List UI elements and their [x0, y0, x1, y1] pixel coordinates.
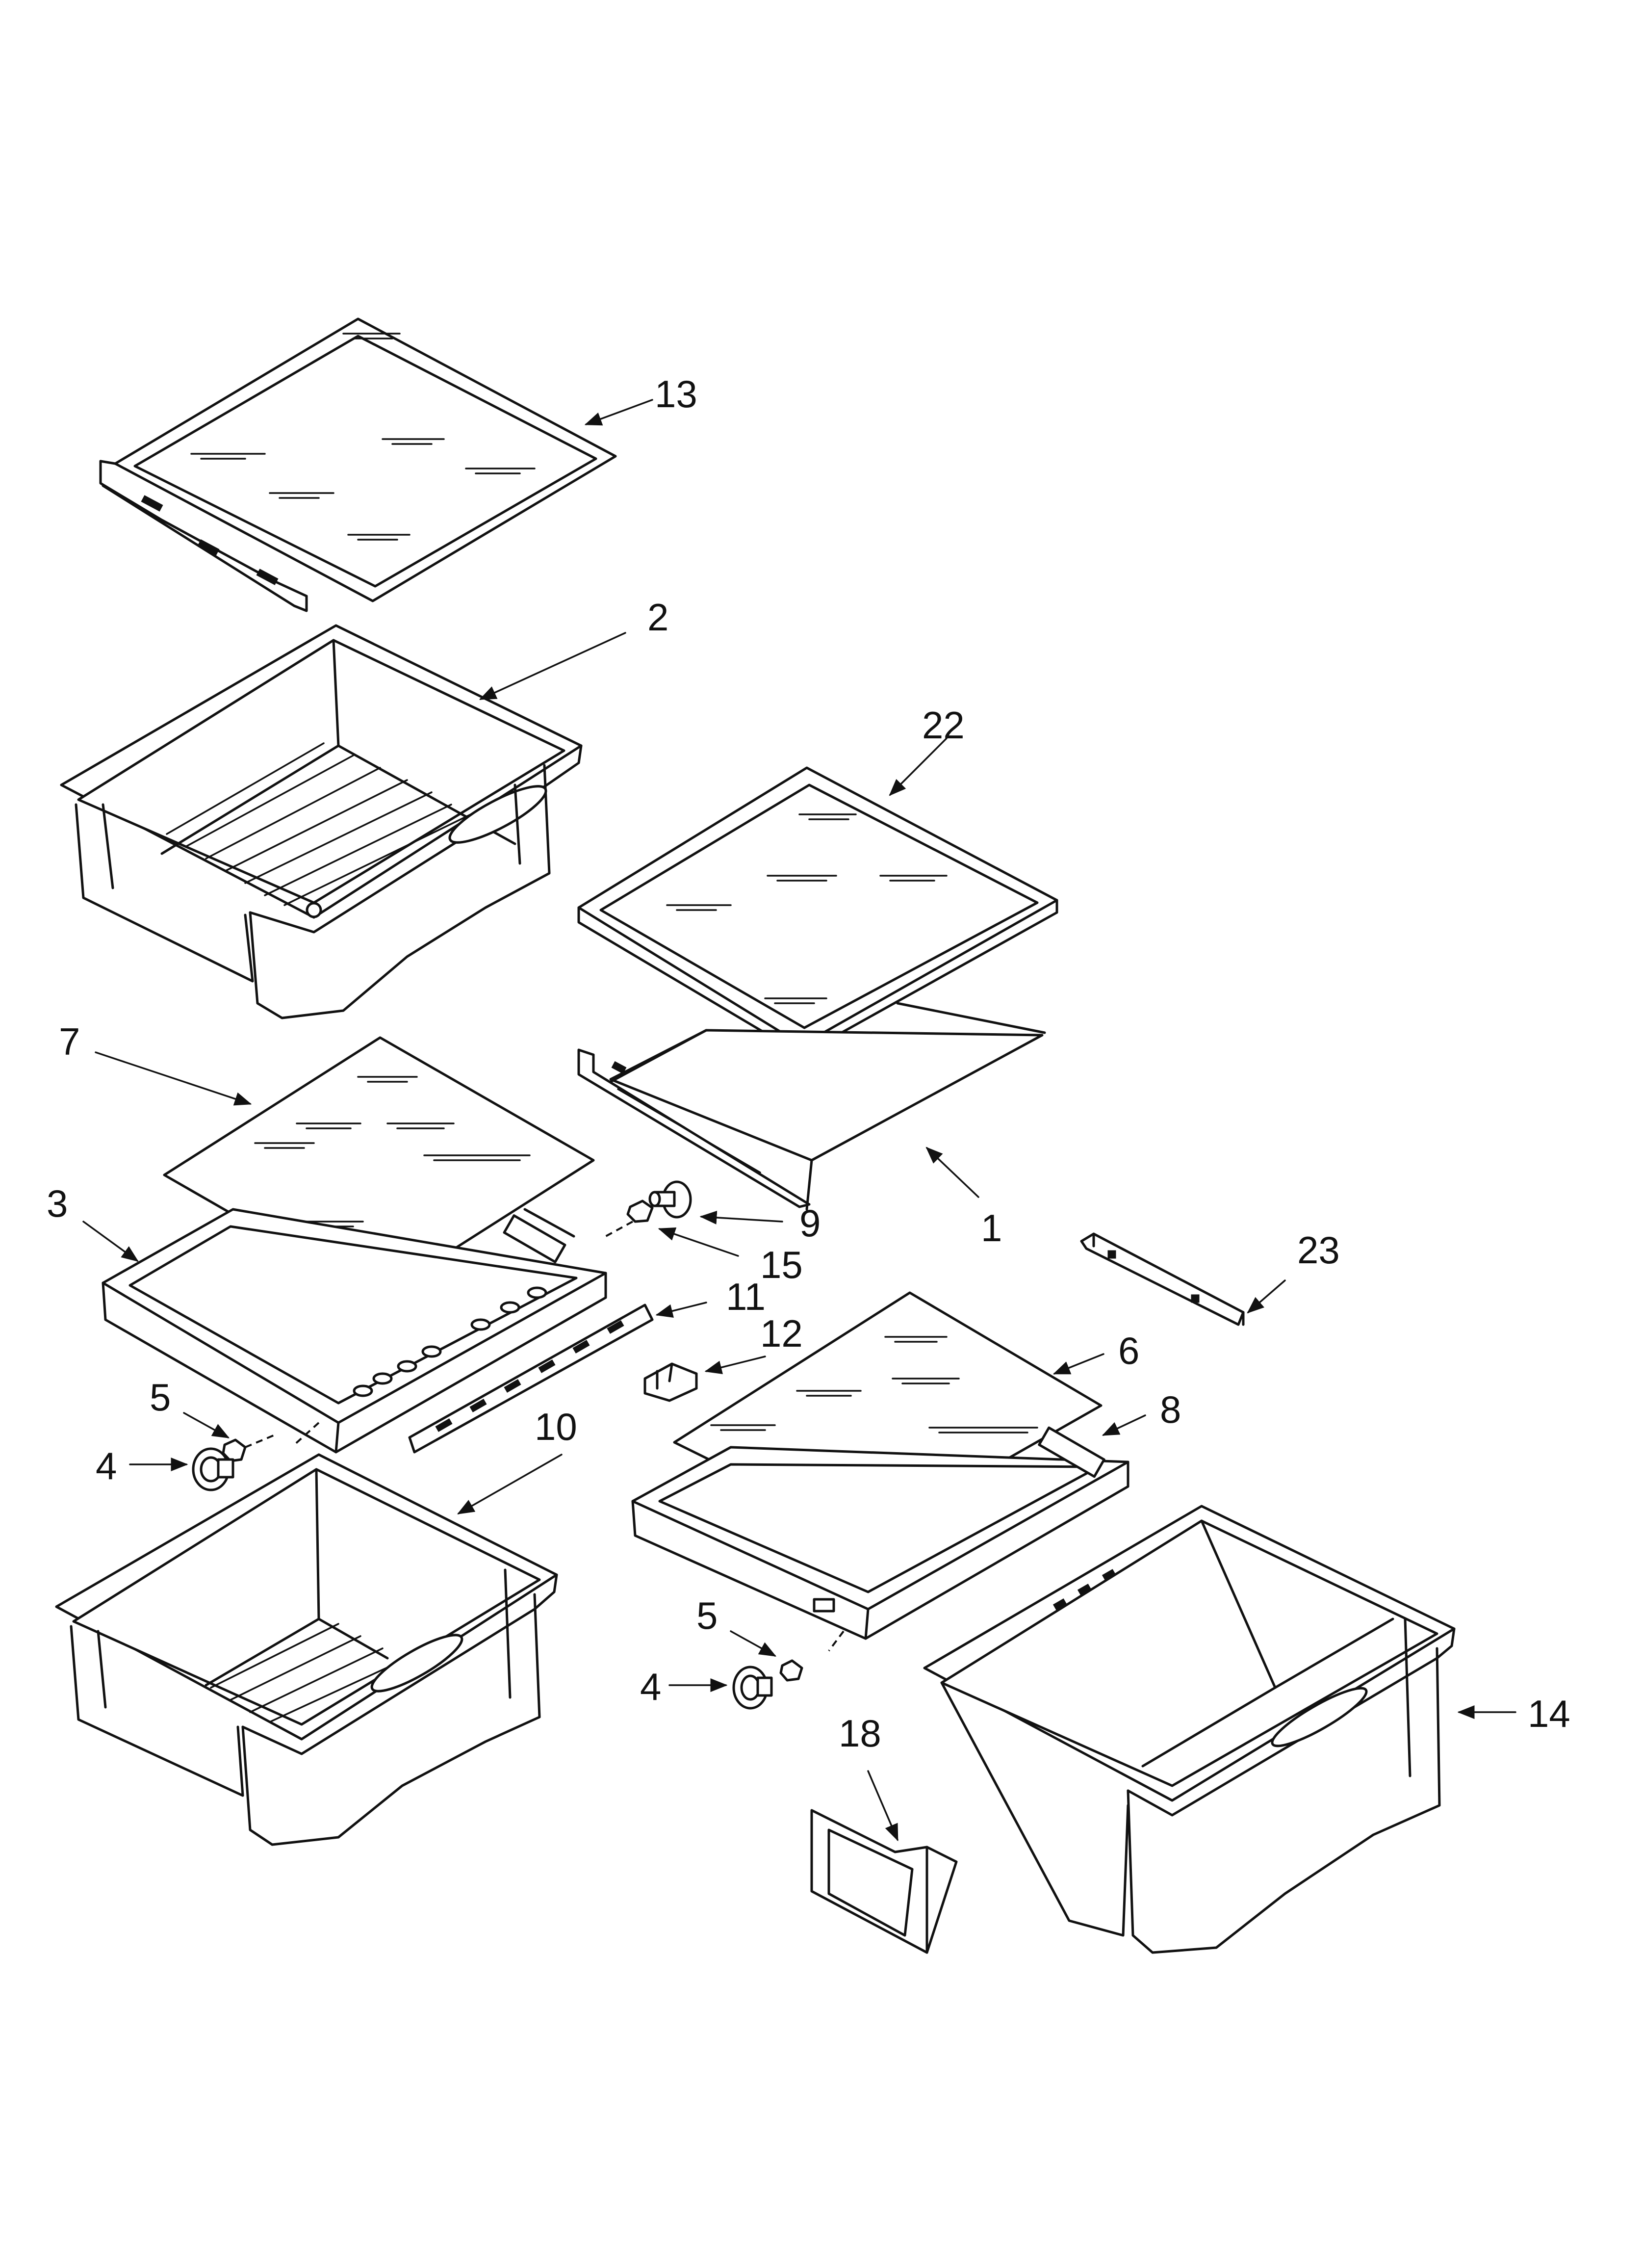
part-15-screw: [605, 1199, 654, 1237]
callout-4b: 4: [640, 1665, 661, 1708]
leader-23: [1247, 1279, 1286, 1314]
leader-7: [95, 1051, 252, 1106]
callout-15: 15: [760, 1243, 803, 1286]
leader-15: [658, 1227, 739, 1257]
callout-6: 6: [1118, 1329, 1139, 1372]
callout-13: 13: [655, 372, 697, 416]
leader-10: [457, 1454, 563, 1514]
callout-23: 23: [1297, 1228, 1340, 1272]
callout-8: 8: [1160, 1388, 1181, 1431]
callout-11: 11: [726, 1275, 766, 1318]
callout-4a: 4: [96, 1444, 117, 1487]
leader-lines: [82, 399, 1516, 1842]
callout-18: 18: [839, 1712, 881, 1755]
leader-11: [655, 1302, 707, 1318]
callout-2: 2: [647, 596, 668, 639]
leader-3: [82, 1221, 139, 1262]
part-2-crisper-drawer: [60, 624, 583, 1019]
part-4-roller-left: [192, 1447, 234, 1491]
part-5-screw-left: [222, 1434, 275, 1462]
part-22-glass-shelf: [577, 766, 1058, 1056]
leader-22: [889, 737, 948, 796]
callout-labels: 13 2 22 7 3 9 15 1 23 11 12 6 5 8 10 4 5…: [47, 372, 1570, 1755]
leader-5b: [730, 1630, 777, 1657]
leader-8: [1102, 1414, 1146, 1436]
part-9-roller: [648, 1180, 692, 1219]
callout-5a: 5: [150, 1376, 171, 1419]
part-1-shelf-frame: [577, 1002, 1046, 1211]
part-18-label-holder: [810, 1809, 958, 1954]
callout-1: 1: [981, 1206, 1002, 1250]
leader-12: [704, 1356, 766, 1374]
leader-18: [867, 1770, 898, 1842]
callout-14: 14: [1528, 1692, 1570, 1735]
leader-1: [925, 1147, 979, 1198]
part-10-crisper-drawer: [55, 1453, 558, 1846]
leader-9: [699, 1210, 783, 1225]
part-11-slide-rail: [408, 1303, 654, 1454]
callout-3: 3: [47, 1182, 68, 1225]
part-8-cover-frame: [631, 1426, 1129, 1652]
part-13-glass-shelf: [99, 317, 617, 612]
leader-6: [1052, 1353, 1104, 1375]
part-12-clip: [643, 1362, 698, 1402]
leader-5a: [183, 1412, 230, 1438]
leader-13: [584, 399, 653, 426]
part-5-screw-right: [779, 1659, 803, 1682]
callout-10: 10: [535, 1405, 577, 1448]
callout-5b: 5: [696, 1594, 718, 1637]
part-3-cover-frame: [102, 1208, 607, 1454]
leader-2: [479, 632, 626, 700]
callout-22: 22: [922, 704, 965, 747]
callout-7: 7: [59, 1020, 80, 1063]
part-4-roller-right: [732, 1666, 773, 1710]
callout-9: 9: [799, 1201, 821, 1245]
part-23-bracket: [1080, 1232, 1245, 1326]
part-14-crisper-drawer: [923, 1505, 1456, 1954]
callout-12: 12: [760, 1312, 803, 1355]
